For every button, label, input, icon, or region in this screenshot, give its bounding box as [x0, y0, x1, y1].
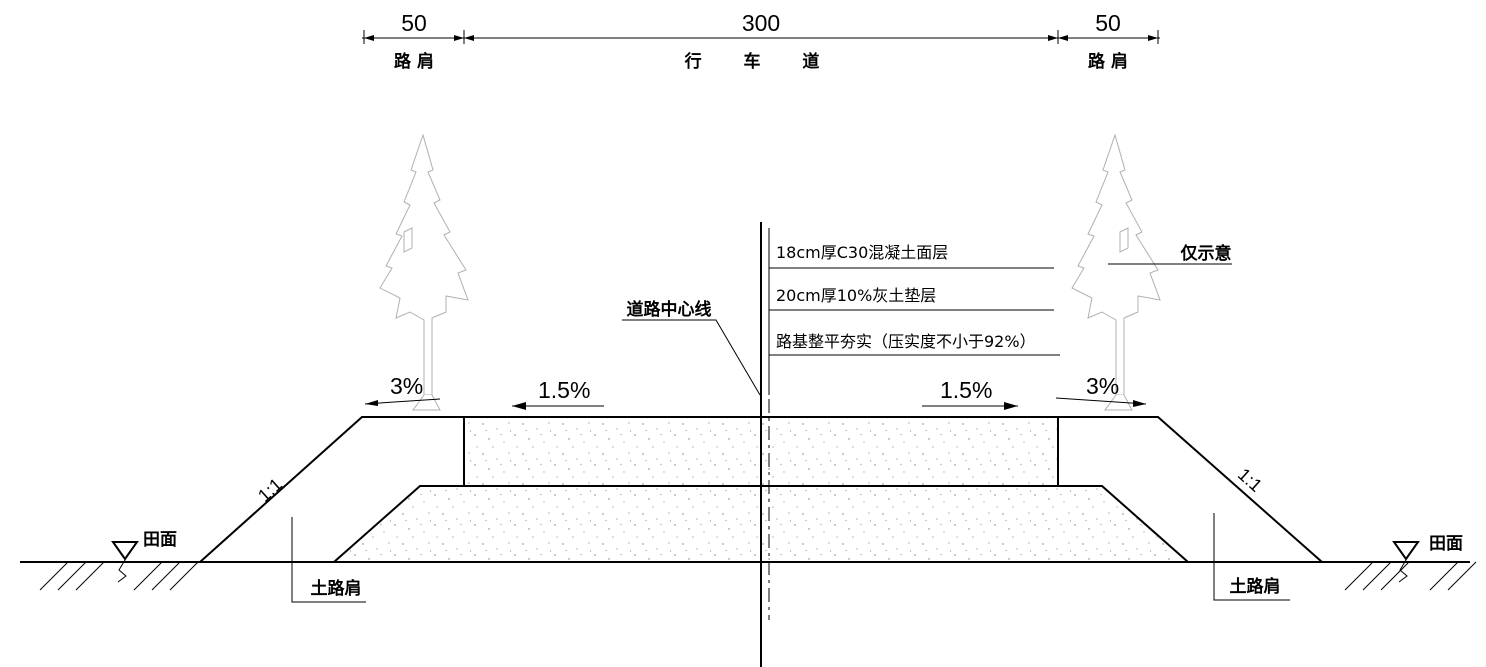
slope-arrow-lane-right [922, 402, 1018, 410]
ground-hatch-right [1344, 559, 1477, 591]
slope-shoulder-left: 3% [390, 373, 423, 399]
earth-shoulder-leader-right [1213, 513, 1290, 601]
slope-shoulder-right: 3% [1086, 373, 1119, 399]
tree-left-icon [379, 133, 469, 411]
label-shoulder-right: 路 肩 [1088, 51, 1128, 72]
field-surface-marker-left-icon [111, 541, 139, 561]
tree-right-icon [1071, 133, 1161, 411]
label-illustrative-only: 仅示意 [1180, 243, 1232, 264]
label-shoulder-left: 路 肩 [394, 51, 434, 72]
dimension-shoulder-right: 50 [1095, 10, 1121, 36]
slope-arrow-shoulder-right [1055, 397, 1147, 407]
layer-callout-3: 路基整平夯实（压实度不小于92%） [776, 332, 1036, 351]
slope-embankment-right: 1:1 [1234, 464, 1266, 496]
dimension-carriageway: 300 [742, 10, 780, 36]
label-field-surface-right: 田面 [1429, 534, 1463, 554]
ground-hatch-left [39, 559, 199, 591]
dimension-line [362, 30, 1160, 44]
field-surface-marker-right-icon [1392, 541, 1420, 561]
label-centerline: 道路中心线 [627, 299, 712, 320]
label-carriageway: 行 车 道 [684, 51, 838, 72]
dimension-shoulder-left: 50 [401, 10, 427, 36]
layer-callout-1: 18cm厚C30混凝土面层 [776, 243, 948, 262]
slope-arrow-lane-left [512, 402, 604, 410]
layer-callout-2: 20cm厚10%灰土垫层 [776, 286, 936, 305]
slope-arrow-shoulder-left [364, 398, 441, 406]
slope-embankment-left: 1:1 [254, 474, 286, 506]
label-earth-shoulder-left: 土路肩 [311, 578, 362, 599]
centerline-leader [622, 319, 761, 396]
slope-lane-right: 1.5% [940, 377, 992, 403]
earth-shoulder-leader-left [291, 517, 366, 603]
label-field-surface-left: 田面 [143, 530, 177, 550]
label-earth-shoulder-right: 土路肩 [1230, 576, 1281, 597]
slope-lane-left: 1.5% [538, 377, 590, 403]
